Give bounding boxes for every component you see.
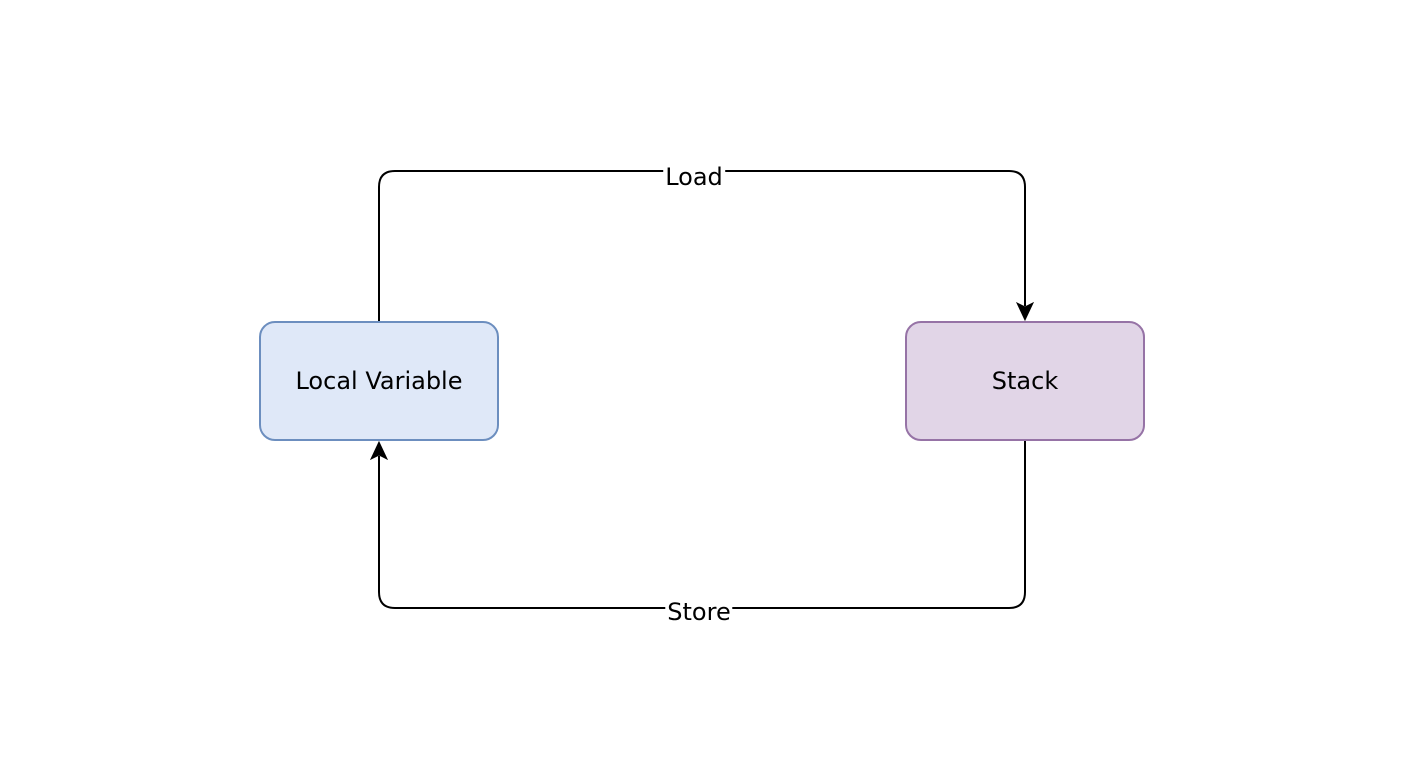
- stack-label: Stack: [991, 367, 1059, 395]
- store-edge-label: Store: [665, 598, 733, 626]
- local-variable-node[interactable]: Local Variable: [259, 321, 499, 441]
- load-edge-label: Load: [663, 163, 725, 191]
- store-edge: [378, 441, 1026, 609]
- load-arrowhead: [1015, 301, 1035, 322]
- store-arrowhead: [369, 440, 389, 461]
- stack-node[interactable]: Stack: [905, 321, 1145, 441]
- local-variable-label: Local Variable: [295, 367, 463, 395]
- load-edge: [378, 170, 1026, 321]
